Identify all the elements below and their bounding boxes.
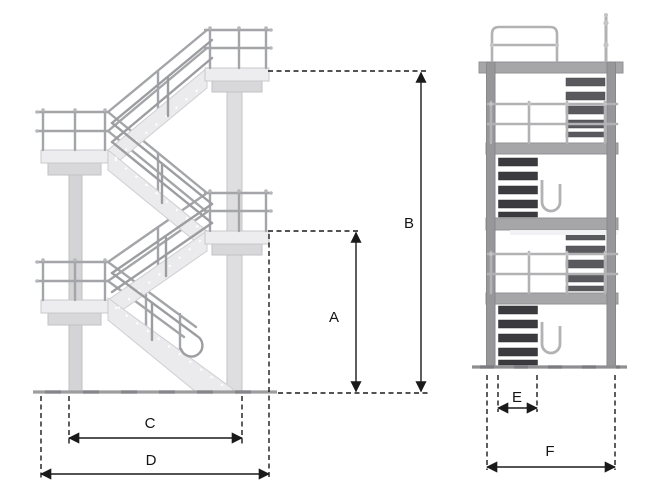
front-guardrail-fittings bbox=[489, 102, 607, 256]
front-landing-slabs bbox=[478, 61, 624, 305]
dimension-labels: A B C D E F bbox=[145, 215, 555, 469]
flight-bottom bbox=[107, 297, 234, 393]
side-elevation-render bbox=[33, 26, 277, 394]
dim-label-e: E bbox=[512, 389, 522, 406]
dim-label-b: B bbox=[404, 215, 414, 232]
dim-label-a: A bbox=[329, 309, 339, 326]
dim-label-f: F bbox=[545, 443, 554, 460]
front-top-rail-fittings bbox=[490, 13, 609, 48]
front-steps-left-flights bbox=[498, 157, 538, 366]
side-stringer-bolts bbox=[114, 86, 227, 389]
dim-label-d: D bbox=[146, 452, 157, 469]
side-landing-guardrails bbox=[35, 26, 273, 302]
front-slab-highlight bbox=[510, 230, 618, 235]
front-elevation-render bbox=[472, 13, 627, 369]
dimension-extension-lines bbox=[40, 70, 616, 478]
front-steps-right-flights bbox=[565, 77, 606, 292]
front-top-guardrail bbox=[490, 14, 608, 62]
front-guardrails bbox=[486, 100, 619, 295]
dimension-annotations bbox=[40, 70, 616, 480]
dimension-arrow-lines bbox=[40, 71, 616, 480]
front-right-column bbox=[606, 61, 616, 368]
side-landings bbox=[40, 67, 270, 326]
side-near-handrails bbox=[110, 38, 214, 358]
front-handrail-loops bbox=[540, 180, 562, 355]
handrail-end-loop bbox=[110, 271, 204, 358]
side-rail-fittings bbox=[35, 26, 273, 283]
dim-label-c: C bbox=[145, 415, 156, 432]
